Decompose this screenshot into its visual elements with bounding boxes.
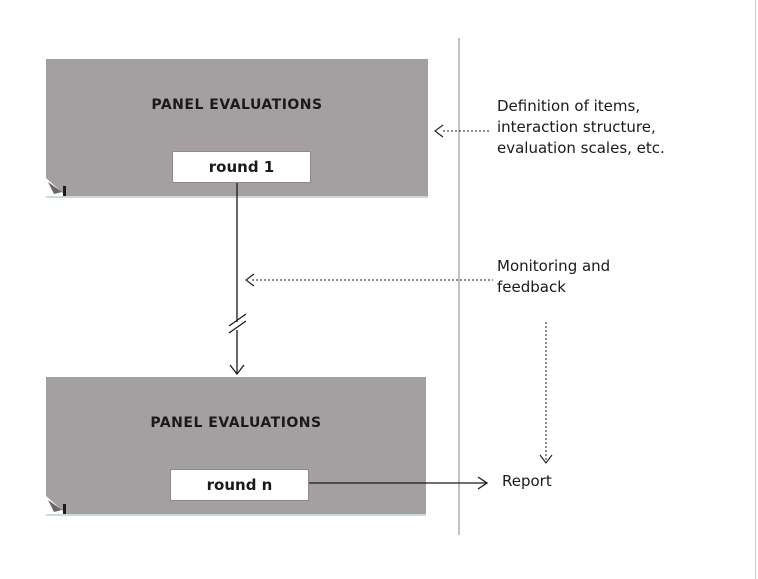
page-curl-icon	[46, 178, 66, 196]
panel-round-n: PANEL EVALUATIONS round n	[46, 377, 426, 516]
page-edge	[755, 0, 756, 579]
note-line: feedback	[497, 278, 566, 296]
note-line: evaluation scales, etc.	[497, 139, 665, 157]
down-arrowhead-icon	[539, 454, 553, 464]
round-label-box: round n	[170, 469, 309, 501]
note-line: Definition of items,	[497, 97, 641, 115]
panel-round-1: PANEL EVALUATIONS round 1	[46, 59, 428, 198]
definition-note: Definition of items, interaction structu…	[497, 96, 665, 159]
page-curl-icon	[46, 496, 66, 514]
monitoring-note: Monitoring and feedback	[497, 256, 610, 298]
left-arrowhead-icon	[245, 273, 255, 287]
panel-title: PANEL EVALUATIONS	[150, 415, 322, 431]
break-mark	[228, 313, 247, 327]
report-note: Report	[502, 472, 552, 490]
panel-title: PANEL EVALUATIONS	[151, 97, 323, 113]
right-arrowhead-icon	[477, 476, 489, 490]
round-label-box: round 1	[172, 151, 311, 183]
round-label: round 1	[208, 158, 275, 176]
round-label: round n	[206, 476, 273, 494]
break-mark	[228, 320, 247, 334]
note-line: Monitoring and	[497, 257, 611, 275]
left-arrowhead-icon	[434, 124, 444, 138]
note-line: interaction structure,	[497, 118, 656, 136]
down-arrowhead-icon	[229, 364, 245, 376]
